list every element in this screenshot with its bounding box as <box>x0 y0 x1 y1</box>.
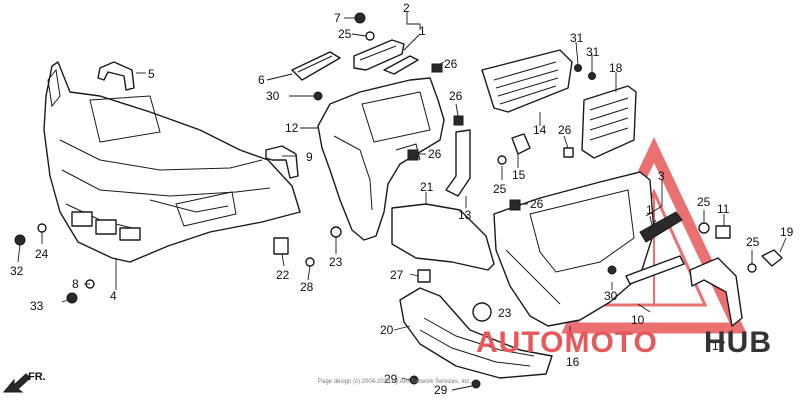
callout-1: 1 <box>419 24 426 38</box>
part-3-garnish <box>639 211 683 243</box>
part-6-rail <box>291 51 341 81</box>
callout-33: 33 <box>30 299 44 313</box>
callout-15: 15 <box>512 168 526 182</box>
callout-25: 25 <box>493 182 507 196</box>
callout-23: 23 <box>498 306 512 320</box>
part-21-panel <box>391 203 495 271</box>
part-17-frame <box>689 257 743 327</box>
callout-26: 26 <box>449 89 463 103</box>
callout-26: 26 <box>558 123 572 137</box>
part-27-clip <box>417 269 431 283</box>
callout-21: 21 <box>420 180 434 194</box>
part-15-clip <box>511 133 531 155</box>
part-12-inner-cover <box>317 77 445 241</box>
watermark-text-red: AUTOMOTO <box>476 326 658 359</box>
part-5-bracket <box>97 61 135 91</box>
callout-28: 28 <box>300 280 314 294</box>
callout-13: 13 <box>458 208 472 222</box>
callout-5: 5 <box>148 67 155 81</box>
callout-20: 20 <box>380 323 394 337</box>
callout-25: 25 <box>746 235 760 249</box>
front-direction-indicator: FR. <box>2 371 46 393</box>
callout-25: 25 <box>697 195 711 209</box>
callout-29: 29 <box>384 372 398 386</box>
part-22-clip <box>273 237 289 255</box>
part-4-lower-cover <box>43 61 301 263</box>
direction-arrow-icon <box>2 373 31 393</box>
callout-16: 16 <box>566 355 580 369</box>
callout-30: 30 <box>604 289 618 303</box>
callout-26: 26 <box>444 57 458 71</box>
callout-3: 3 <box>658 169 665 183</box>
callout-31: 31 <box>586 45 600 59</box>
part-13-strip <box>445 129 471 197</box>
callout-29: 29 <box>434 383 448 397</box>
callout-11: 11 <box>717 202 730 216</box>
part-14-vent <box>481 49 573 113</box>
part-2-rail <box>353 39 405 71</box>
callout-7: 7 <box>334 11 341 25</box>
part-9-hose <box>265 145 299 179</box>
callout-18: 18 <box>609 61 623 75</box>
callout-23: 23 <box>329 255 343 269</box>
part-16-side-cover <box>493 171 655 327</box>
callout-19: 19 <box>780 225 794 239</box>
callout-1: 1 <box>646 203 653 217</box>
watermark-text-dark: HUB <box>704 326 772 359</box>
callout-31: 31 <box>570 31 584 45</box>
callout-4: 4 <box>110 289 117 303</box>
part-20-pocket <box>399 287 553 379</box>
leader-lines <box>17 12 787 391</box>
callout-labels: 7 25 2 1 5 6 26 30 31 31 18 26 14 12 26 … <box>10 1 794 397</box>
part-11-clip <box>715 225 731 239</box>
part-18-vent <box>581 85 637 159</box>
callout-12: 12 <box>285 121 299 135</box>
callout-8: 8 <box>72 277 79 291</box>
callout-2: 2 <box>403 1 410 15</box>
callout-9: 9 <box>306 150 313 164</box>
callout-32: 32 <box>10 264 24 278</box>
direction-label: FR. <box>28 371 46 383</box>
callout-6: 6 <box>258 73 265 87</box>
callout-10: 10 <box>631 313 645 327</box>
callout-14: 14 <box>533 123 547 137</box>
callout-24: 24 <box>35 247 49 261</box>
part-1-bracket <box>383 55 419 75</box>
callout-22: 22 <box>276 268 290 282</box>
part-10-trim <box>625 255 685 285</box>
callout-26: 26 <box>530 197 544 211</box>
footer-copyright: Page design (c) 2004-2013 by ARI Network… <box>318 379 471 385</box>
watermark-logo: AUTOMOTO HUB <box>476 326 772 359</box>
callout-17: 17 <box>712 339 726 353</box>
callout-27: 27 <box>390 268 404 282</box>
callout-26: 26 <box>428 147 442 161</box>
callout-30: 30 <box>266 89 280 103</box>
callout-25: 25 <box>338 27 352 41</box>
part-19-clip <box>761 249 783 267</box>
